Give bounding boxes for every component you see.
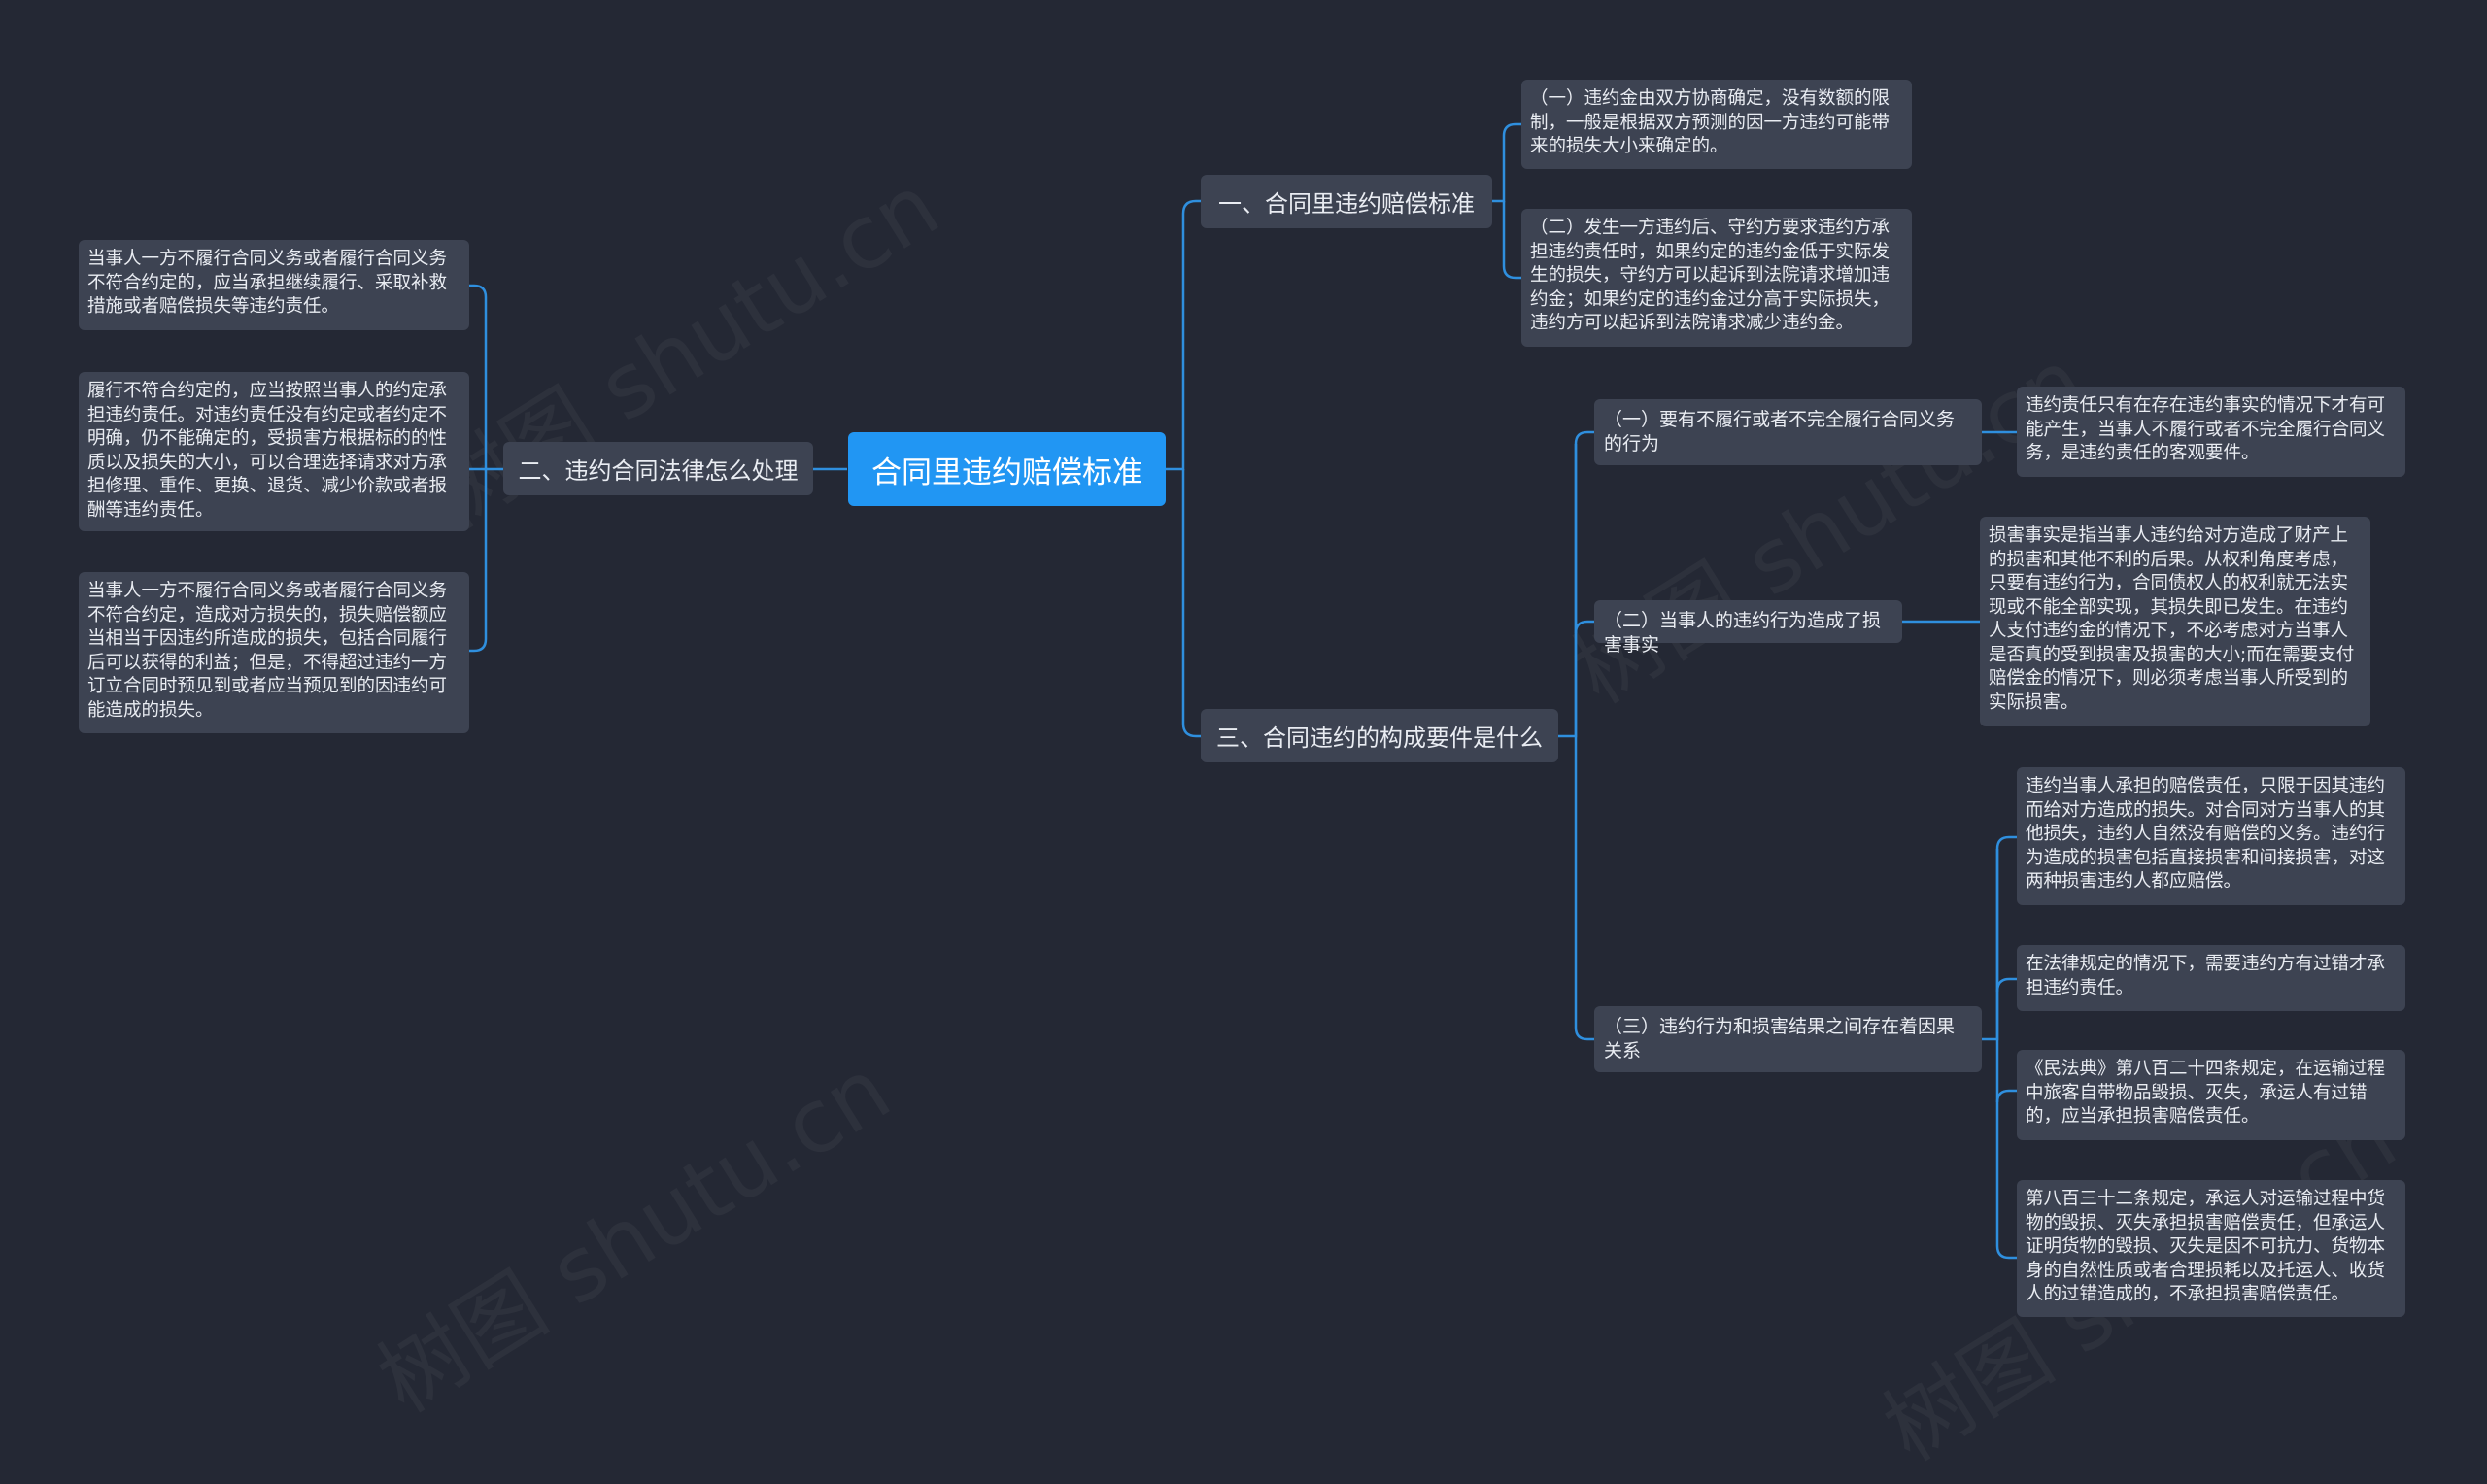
sub-causation[interactable]: （三）违约行为和损害结果之间存在着因果关系	[1594, 1006, 1982, 1072]
leaf-breach-liability[interactable]: 当事人一方不履行合同义务或者履行合同义务不符合约定的，应当承担继续履行、采取补救…	[79, 240, 469, 330]
leaf-objective-element[interactable]: 违约责任只有在存在违约事实的情况下才有可能产生，当事人不履行或者不完全履行合同义…	[2017, 387, 2405, 477]
leaf-compensation-scope[interactable]: 违约当事人承担的赔偿责任，只限于因其违约而给对方造成的损失。对合同对方当事人的其…	[2017, 767, 2405, 905]
leaf-liquidated-damages-agreed[interactable]: （一）违约金由双方协商确定，没有数额的限制，一般是根据双方预测的因一方违约可能带…	[1521, 80, 1912, 169]
connector-lines	[469, 122, 2017, 1260]
branch-legal-handling[interactable]: 二、违约合同法律怎么处理	[503, 442, 813, 495]
root-node[interactable]: 合同里违约赔偿标准	[848, 432, 1166, 506]
leaf-civil-code-832[interactable]: 第八百三十二条规定，承运人对运输过程中货物的毁损、灭失承担损害赔偿责任，但承运人…	[2017, 1180, 2405, 1317]
leaf-civil-code-824[interactable]: 《民法典》第八百二十四条规定，在运输过程中旅客自带物品毁损、灭失，承运人有过错的…	[2017, 1050, 2405, 1140]
branch-breach-elements[interactable]: 三、合同违约的构成要件是什么	[1201, 709, 1558, 762]
sub-nonperformance[interactable]: （一）要有不履行或者不完全履行合同义务的行为	[1594, 399, 1982, 465]
leaf-damage-fact-detail[interactable]: 损害事实是指当事人违约给对方造成了财产上的损害和其他不利的后果。从权利角度考虑，…	[1980, 517, 2370, 726]
sub-damage-fact[interactable]: （二）当事人的违约行为造成了损害事实	[1594, 600, 1902, 656]
leaf-adjust-liquidated-damages[interactable]: （二）发生一方违约后、守约方要求违约方承担违约责任时，如果约定的违约金低于实际发…	[1521, 209, 1912, 347]
mindmap-canvas: 树图 shutu.cn 树图 shutu.cn 树图 shutu.cn 树图 s…	[79, 80, 2405, 1317]
leaf-fault-liability[interactable]: 在法律规定的情况下，需要违约方有过错才承担违约责任。	[2017, 945, 2405, 1011]
leaf-nonconforming-performance[interactable]: 履行不符合约定的，应当按照当事人的约定承担违约责任。对违约责任没有约定或者约定不…	[79, 372, 469, 531]
leaf-loss-compensation-amount[interactable]: 当事人一方不履行合同义务或者履行合同义务不符合约定，造成对方损失的，损失赔偿额应…	[79, 572, 469, 733]
branch-compensation-standard[interactable]: 一、合同里违约赔偿标准	[1201, 175, 1492, 228]
